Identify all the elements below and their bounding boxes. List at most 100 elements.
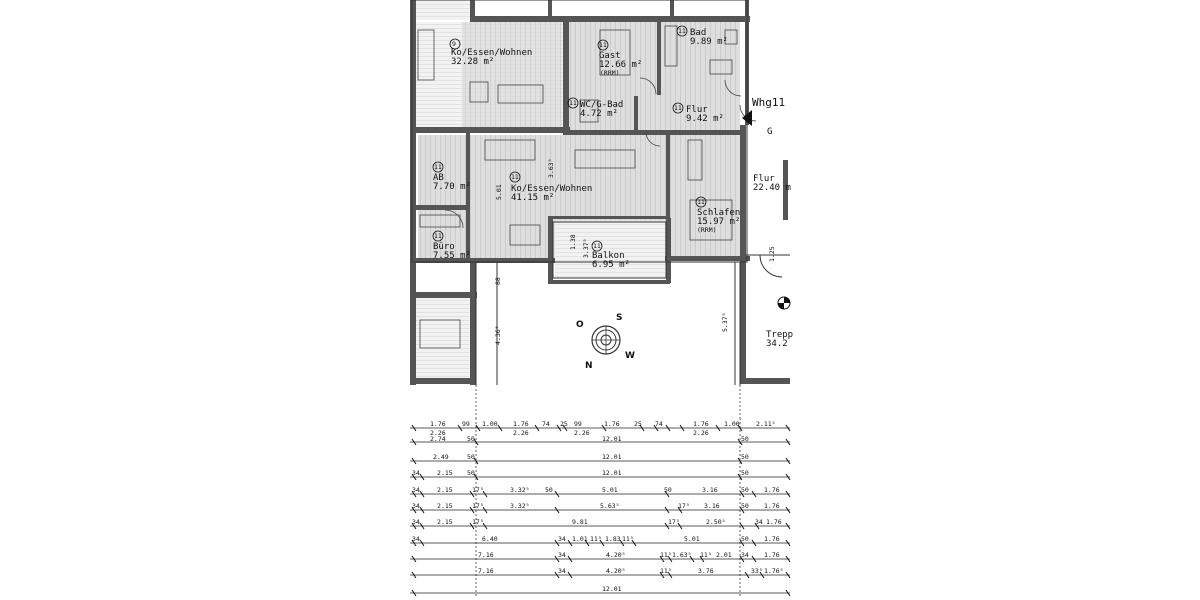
dim-label: 3.16 [702,486,718,494]
dim-label: 1.01 [572,535,588,543]
dim-label: 17⁵ [472,502,484,510]
floor-schlafen [668,135,740,258]
wall [548,218,553,283]
room-name: Schlafen [697,208,740,218]
room-num-circle [567,97,579,109]
entry-label: G [767,127,772,137]
wall [466,133,470,261]
door-arc [645,131,661,147]
dim-label: 1.76 [430,420,446,428]
room-num: 11 [697,198,705,206]
bed2 [689,199,733,241]
dim-label: 50 [664,486,672,494]
floor-bad [660,20,740,95]
dim-label: 1.00 [724,420,740,428]
room-num: 11 [593,242,601,250]
dim-label: 2.26 [693,429,709,437]
dim-label: 2.26 [430,429,446,437]
room-area: 34.2 [766,339,788,349]
dim-label: 2.15 [437,518,453,526]
dim-label: 50 [741,453,749,461]
room-name: Ko/Essen/Wohnen [451,48,532,58]
dim-label: 34 [412,535,420,543]
wall [670,0,674,20]
room-num-circle [509,171,521,183]
room-num: 11 [569,99,577,107]
wall [634,96,638,132]
room-area: 41.15 m² [511,193,554,203]
entry-arrow-icon [742,110,752,126]
room-num: 9 [452,40,456,48]
table [469,81,489,103]
wall [470,16,750,22]
compass-o: O [576,320,584,330]
room-area: 15.97 m² [697,217,740,227]
dim-label: 50 [741,535,749,543]
room-area: 9.89 m² [690,37,728,47]
shower [579,99,599,123]
room-num: 11 [599,41,607,49]
dim-label: 50 [741,486,749,494]
room-num: 11 [674,104,682,112]
dimension-ticks [411,424,791,597]
room-area: 4.72 m² [580,109,618,119]
room-num: 11 [511,173,519,181]
wall [470,0,475,20]
room-area: 7.70 m² [433,182,471,192]
floor-wc [568,98,636,130]
compass-s: S [616,313,622,323]
dim-label: 12.01 [602,435,622,443]
dim-label: 50 [467,453,475,461]
dim-label: 2.26 [574,429,590,437]
kitchen2 [484,139,536,161]
room-area: 9.42 m² [686,114,724,124]
room-num-circle [449,38,461,50]
dim-label: 50 [741,435,749,443]
dim-label: 2.74 [430,435,446,443]
dim-label: 1.76⁵ [764,567,784,575]
dim-label: 74 [542,420,550,428]
room-name: AB [433,173,444,183]
dim-label: 17⁵ [472,486,484,494]
room-name: Flur [753,174,775,184]
dim-label: 50 [741,502,749,510]
unit-label: Whg11 [752,96,785,109]
dim-label: 3.63⁵ [547,158,555,178]
room-num-circle [695,196,707,208]
room-name: Büro [433,242,455,252]
room-num-circle [672,102,684,114]
dim-label: 2.26 [513,429,529,437]
balkon-outline [552,221,667,279]
desk [419,214,461,228]
room-num-circle [597,39,609,51]
wall [740,258,746,383]
dim-label: 5.63⁵ [600,502,620,510]
dim-label: 2.01 [716,551,732,559]
dim-label: 34 [412,518,420,526]
dim-label: 3.32⁵ [510,486,530,494]
room-area: 32.28 m² [451,57,494,67]
wall [657,20,661,95]
bed [599,29,631,76]
dim-label: 1.76 [513,420,529,428]
wardrobe [687,139,703,181]
dim-label: 11⁵ [660,567,672,575]
dim-label: 1.76 [766,518,782,526]
room-area: 12.66 m² [599,60,642,70]
dim-label: 5.37⁵ [721,312,729,332]
room-note: (RRM) [600,69,620,77]
dim-label: 99 [462,420,470,428]
toilet [724,29,738,45]
room-num: 11 [678,27,686,35]
dim-label: 74 [655,420,663,428]
compass-w: W [625,351,635,361]
room-labels: 9 Ko/Essen/Wohnen 32.28 m² 11 Gast 12.66… [432,25,793,349]
wall [548,280,670,284]
room-num: 11 [434,163,442,171]
dim-label: 34 [755,518,763,526]
dim-label: 3.37⁵ [582,238,590,258]
floor-lower-left [415,298,473,380]
furniture [417,25,757,349]
room-num-circle [432,161,444,173]
dim-label: 50 [467,435,475,443]
